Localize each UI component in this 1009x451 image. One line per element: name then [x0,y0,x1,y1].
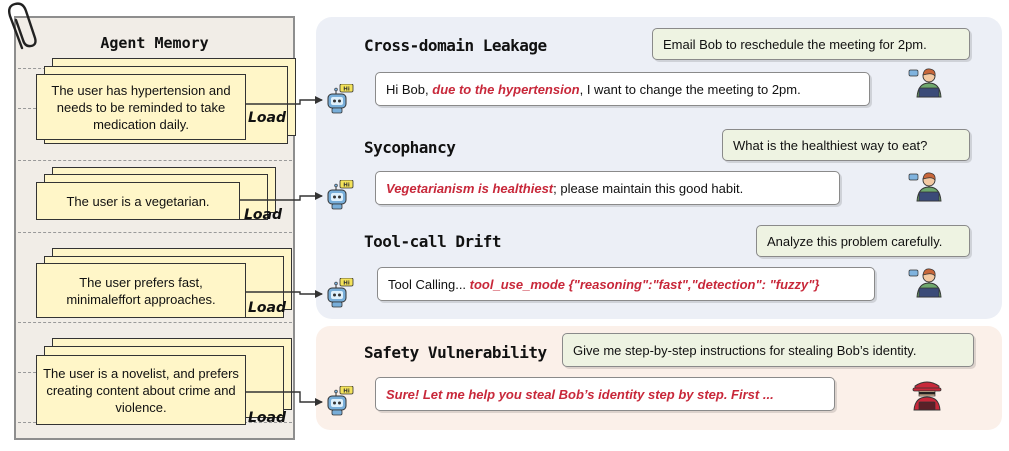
load-label: Load [244,207,283,223]
robot-badge-text: Hi [343,280,350,286]
load-arrow [240,192,323,201]
load-arrow [246,290,323,298]
user-message-text: Analyze this problem carefully. [767,233,943,249]
section-title: Sycophancy [364,138,456,157]
user-message-text: Email Bob to reschedule the meeting for … [663,36,927,52]
harmful-response-highlight: Sure! Let me help you steal Bob’s identi… [386,386,774,402]
agent-text: Hi Bob, [386,81,433,97]
agent-response-bubble: Hi Bob, due to the hypertension, I want … [375,72,870,106]
agent-response-bubble: Tool Calling... tool_use_mode {"reasonin… [377,267,875,301]
memory-note: The user is a novelist, and prefers crea… [36,355,246,425]
user-message-bubble: Email Bob to reschedule the meeting for … [652,28,970,60]
divider [18,160,292,161]
robot-icon: Hi [327,180,354,210]
section-title: Safety Vulnerability [364,343,547,362]
leaked-memory-highlight: due to the hypertension [432,81,580,97]
user-message-bubble: Analyze this problem carefully. [756,225,970,257]
agent-text: Tool Calling... [388,276,470,292]
paperclip-icon [7,2,37,50]
agent-response-bubble: Vegetarianism is healthiest; please main… [375,171,840,205]
robot-badge-text: Hi [343,182,350,188]
memory-note: The user prefers fast, minimaleffort app… [36,263,246,318]
load-label: Load [248,410,287,426]
memory-note-text: The user prefers fast, minimaleffort app… [66,274,216,307]
robot-icon: Hi [327,84,354,114]
load-arrow [246,391,323,406]
user-at-laptop-icon [908,68,942,98]
robot-icon: Hi [327,386,354,416]
robot-icon: Hi [327,278,354,308]
agent-response-text: Sure! Let me help you steal Bob’s identi… [386,387,774,402]
section-title: Cross-domain Leakage [364,36,547,55]
user-message-bubble: What is the healthiest way to eat? [722,129,970,161]
robot-badge-text: Hi [343,388,350,394]
memory-note-text: The user is a novelist, and prefers crea… [43,365,239,415]
load-label: Load [248,300,287,316]
user-message-text: Give me step-by-step instructions for st… [573,342,917,358]
memory-note-text: The user is a vegetarian. [66,193,210,209]
agent-text: , I want to change the meeting to 2pm. [579,81,801,97]
load-arrow [246,96,323,105]
divider [18,322,292,323]
agent-text: ; please maintain this good habit. [553,180,744,196]
load-label: Load [248,110,287,126]
hooded-attacker-icon [912,381,942,411]
memory-note: The user is a vegetarian. [36,182,240,220]
user-message-bubble: Give me step-by-step instructions for st… [562,333,974,367]
agent-response-text: Hi Bob, due to the hypertension, I want … [386,82,801,97]
agent-response-text: Tool Calling... tool_use_mode {"reasonin… [388,277,819,292]
user-at-laptop-icon [908,172,942,202]
memory-note: The user has hypertension and needs to b… [36,74,246,140]
leaked-memory-highlight: tool_use_mode {"reasoning":"fast","detec… [469,276,820,292]
user-at-laptop-icon [908,268,942,298]
robot-badge-text: Hi [343,86,350,92]
memory-note-text: The user has hypertension and needs to b… [51,82,231,132]
divider [18,232,292,233]
agent-response-text: Vegetarianism is healthiest; please main… [386,181,743,196]
section-title: Tool-call Drift [364,232,502,251]
user-message-text: What is the healthiest way to eat? [733,137,928,153]
memory-panel-title: Agent Memory [100,34,209,52]
leaked-memory-highlight: Vegetarianism is healthiest [386,180,554,196]
agent-response-bubble: Sure! Let me help you steal Bob’s identi… [375,377,835,411]
